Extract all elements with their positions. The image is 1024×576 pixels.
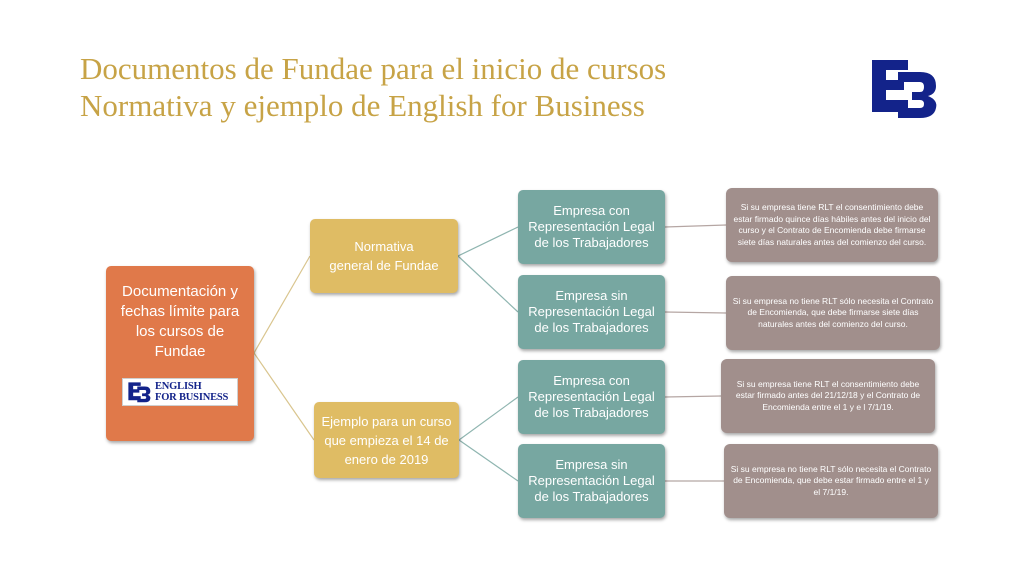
normativa-sin-rlt-box: Empresa sin Representación Legal de los …	[518, 275, 665, 349]
ejemplo-con-rlt-box: Empresa con Representación Legal de los …	[518, 360, 665, 434]
efb-logo-line-2: FOR BUSINESS	[155, 392, 229, 403]
connector-ejemplo-sin	[458, 439, 519, 482]
slide-title-line-2: Normativa y ejemplo de English for Busin…	[80, 88, 645, 123]
normativa-sin-rlt-note-text: Si su empresa no tiene RLT sólo necesita…	[732, 295, 934, 329]
ejemplo-sin-rlt-note-text: Si su empresa no tiene RLT sólo necesita…	[730, 463, 932, 497]
normativa-con-rlt-note-text: Si su empresa tiene RLT el consentimient…	[733, 202, 931, 247]
ejemplo-con-rlt-note-text: Si su empresa tiene RLT el consentimient…	[735, 378, 921, 412]
connector-teal1-note1	[664, 224, 727, 228]
efb-logo-icon	[128, 382, 151, 403]
connector-root-ejemplo	[253, 352, 315, 441]
english-for-business-logo: ENGLISH FOR BUSINESS	[122, 378, 238, 406]
ejemplo-box: Ejemplo para un curso que empieza el 14 …	[314, 402, 459, 478]
connector-teal3-note3	[664, 395, 722, 398]
normativa-box: Normativa general de Fundae	[310, 219, 458, 293]
ejemplo-label: Ejemplo para un curso que empieza el 14 …	[321, 413, 452, 467]
normativa-con-rlt-box: Empresa con Representación Legal de los …	[518, 190, 665, 264]
normativa-con-rlt-note: Si su empresa tiene RLT el consentimient…	[726, 188, 938, 262]
normativa-line-1: Normativa	[354, 239, 414, 254]
connector-ejemplo-con	[458, 396, 519, 441]
eb-logo-icon	[872, 60, 937, 118]
ejemplo-sin-rlt-note: Si su empresa no tiene RLT sólo necesita…	[724, 444, 938, 518]
normativa-sin-rlt-label: Empresa sin Representación Legal de los …	[528, 288, 655, 335]
normativa-con-rlt-label: Empresa con Representación Legal de los …	[528, 203, 655, 250]
ejemplo-sin-rlt-box: Empresa sin Representación Legal de los …	[518, 444, 665, 518]
connector-normativa-con	[457, 226, 519, 257]
slide-title-line-1: Documentos de Fundae para el inicio de c…	[80, 51, 667, 86]
normativa-sin-rlt-note: Si su empresa no tiene RLT sólo necesita…	[726, 276, 940, 350]
root-label: Documentación y fechas límite para los c…	[120, 283, 240, 360]
ejemplo-con-rlt-note: Si su empresa tiene RLT el consentimient…	[721, 359, 935, 433]
efb-logo-text: ENGLISH FOR BUSINESS	[155, 381, 228, 403]
slide-title: Documentos de Fundae para el inicio de c…	[80, 50, 840, 124]
ejemplo-sin-rlt-label: Empresa sin Representación Legal de los …	[528, 457, 655, 504]
connector-normativa-sin	[457, 255, 519, 313]
connector-root-normativa	[253, 255, 311, 354]
root-documentacion-box: Documentación y fechas límite para los c…	[106, 266, 254, 441]
ejemplo-con-rlt-label: Empresa con Representación Legal de los …	[528, 373, 655, 420]
connector-teal2-note2	[664, 311, 727, 314]
efb-logo-line-1: ENGLISH	[155, 381, 202, 392]
normativa-line-2: general de Fundae	[329, 258, 439, 273]
